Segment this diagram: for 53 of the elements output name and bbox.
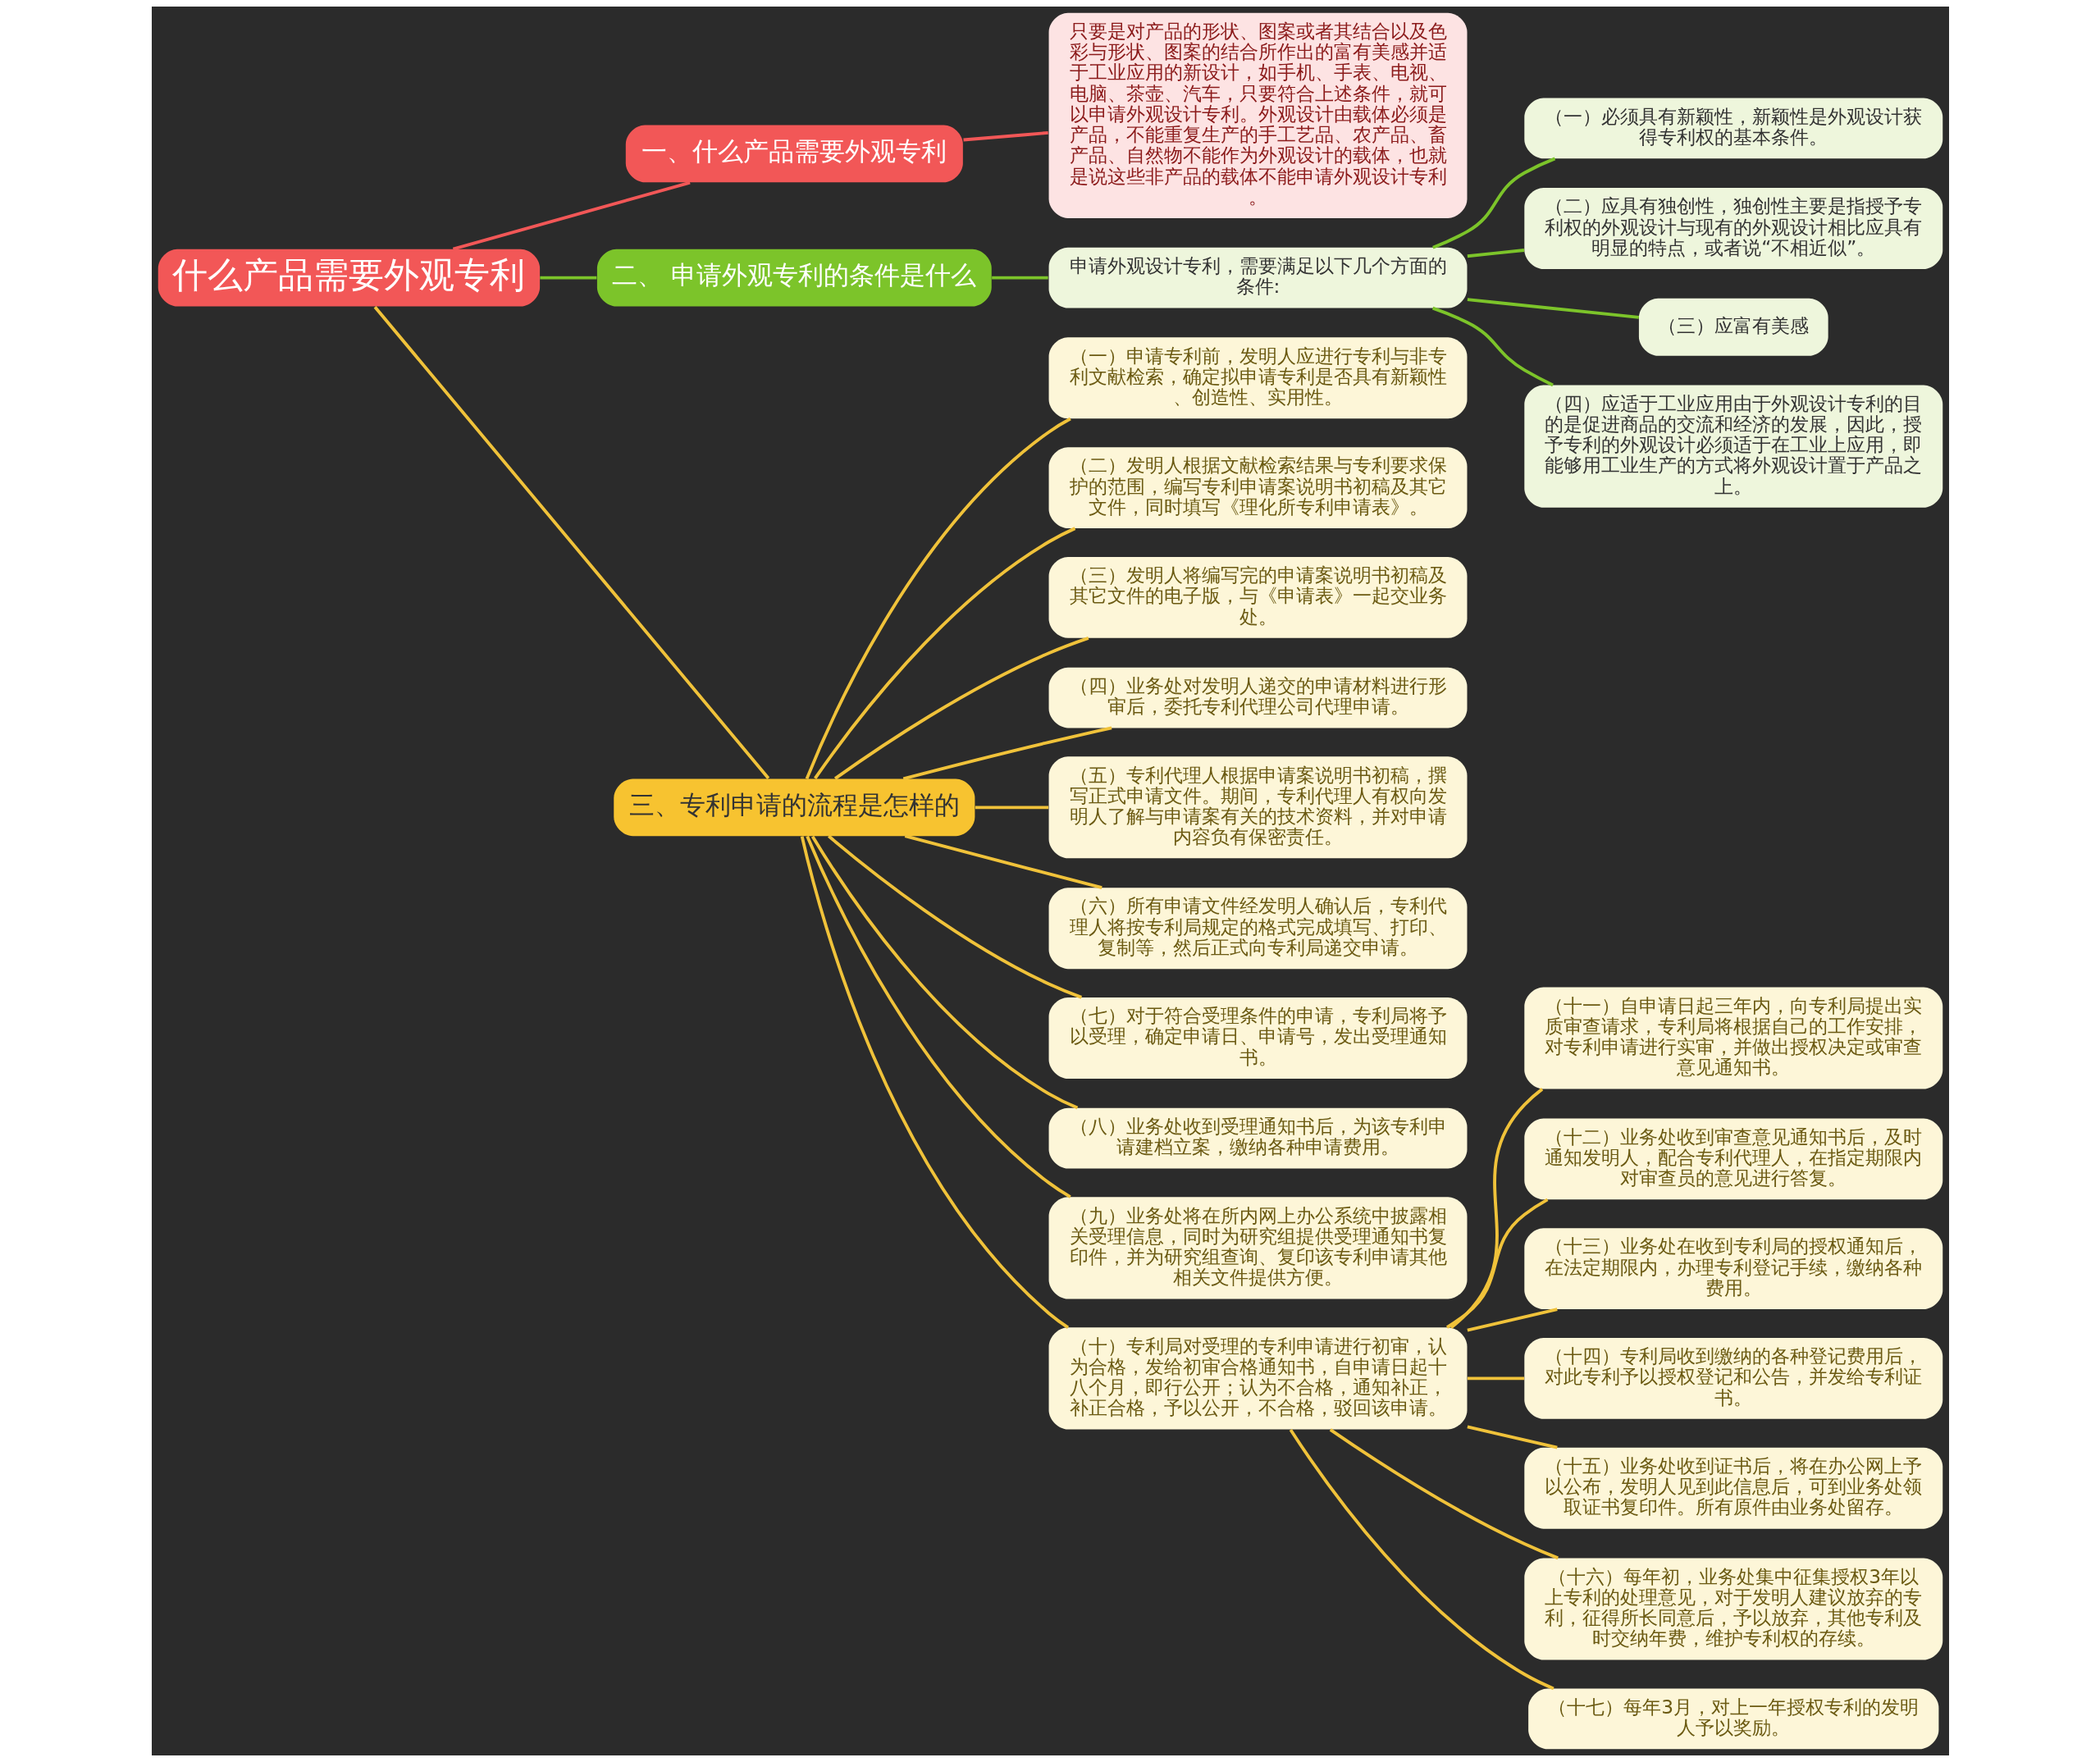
- connector: [1329, 1428, 1559, 1560]
- connector: [539, 276, 596, 280]
- node-box: 一、什么产品需要外观专利: [625, 125, 963, 183]
- connector: [1467, 249, 1524, 258]
- connector: [1431, 157, 1555, 249]
- node-box: （八）业务处收到受理通知书后，为该专利申请建档立案，缴纳各种申请费用。: [1048, 1107, 1467, 1169]
- node-box: （十六）每年初，业务处集中征集授权3年以上专利的处理意见，对于发明人建议放弃的专利，征得所长同意后，予以放弃，其他专利及时交纳年费，维护专利权的存续。: [1523, 1558, 1942, 1660]
- node-box: （十）专利局对受理的专利申请进行初审，认为合格，发给初审合格通知书，自申请日起十八个月，即行公开；认为不合格，通知补正，补正合格，予以公开，不合格，驳回该申请。: [1048, 1327, 1467, 1430]
- connector: [1289, 1428, 1554, 1691]
- node-box: （十五）业务处收到证书后，将在办公网上予以公布，发明人见到此信息后，可到业务处领取证书复印件。所有原件由业务处留存。: [1523, 1447, 1942, 1529]
- node-box: （二）应具有独创性，独创性主要是指授予专利权的外观设计与现有的外观设计相比应具有明显的特点，或者说“不相近似”。: [1523, 188, 1942, 269]
- connector: [904, 834, 1102, 890]
- node-box: （十一）自申请日起三年内，向专利局提出实质审查请求，专利局将根据自己的工作安排，对专利申请进行实审，并做出授权决定或审查意见通知书。: [1523, 987, 1942, 1089]
- node-box: 只要是对产品的形状、图案或者其结合以及色彩与形状、图案的结合所作出的富有美感并适于工业应用的新设计，如手机、手表、电视、电脑、茶壶、汽车，只要符合上述条件，就可以申请外观设计专利。外观设计由载体必须是产品，不能重复生产的手工艺品、农产品、畜产品、自然物不能作为外观设计的载体，也就是说这些非产品的载体不能申请外观设计专利。: [1048, 12, 1467, 218]
- connector: [833, 637, 1089, 780]
- connector: [962, 131, 1048, 142]
- connector: [373, 306, 769, 780]
- connector: [1466, 1425, 1558, 1449]
- node-box: 三、专利申请的流程是怎样的: [613, 778, 975, 837]
- node-box: （七）对于符合受理条件的申请，专利局将予以受理，确定申请日、申请号，发出受理通知书。: [1048, 997, 1467, 1079]
- node-box: （五）专利代理人根据申请案说明书初稿，撰写正式申请文件。期间，专利代理人有权向发明人了解与申请案有关的技术资料，并对申请内容负有保密责任。: [1048, 756, 1467, 859]
- node-box: （一）必须具有新颖性，新颖性是外观设计获得专利权的基本条件。: [1523, 98, 1942, 159]
- node-box: （三）应富有美感: [1638, 298, 1828, 356]
- connector: [1467, 298, 1639, 319]
- connector: [1431, 306, 1554, 387]
- connector: [975, 806, 1048, 810]
- connector: [991, 276, 1048, 280]
- connector: [1466, 1308, 1558, 1332]
- node-box: （二）发明人根据文献检索结果与专利要求保护的范围，编写专利申请案说明书初稿及其它文件，同时填写《理化所专利申请表》。: [1048, 447, 1467, 529]
- node-box: （十七）每年3月，对上一年授权专利的发明人予以奖励。: [1527, 1688, 1938, 1750]
- node-box: （四）应适于工业应用由于外观设计专利的目的是促进商品的交流和经济的发展，因此，授予专利的外观设计必须适于在工业上应用，即能够用工业生产的方式将外观设计置于产品之上。: [1523, 385, 1942, 508]
- node-box: 什么产品需要外观专利: [158, 249, 540, 307]
- connector: [805, 417, 1071, 780]
- connector: [813, 527, 1075, 780]
- node-box: （一）申请专利前，发明人应进行专利与非专利文献检索，确定拟申请专利是否具有新颖性、创造性、实用性。: [1048, 337, 1467, 419]
- node-box: （十三）业务处在收到专利局的授权通知后，在法定期限内，办理专利登记手续，缴纳各种费用。: [1523, 1228, 1942, 1310]
- node-box: （六）所有申请文件经发明人确认后，专利代理人将按专利局规定的格式完成填写、打印、复制等，然后正式向专利局递交申请。: [1048, 888, 1467, 970]
- node-box: 申请外观设计专利，需要满足以下几个方面的条件:: [1048, 247, 1467, 308]
- connector: [805, 835, 1071, 1198]
- node-box: 二、 申请外观专利的条件是什么: [596, 249, 992, 307]
- connector: [810, 835, 1078, 1110]
- node-box: （十四）专利局收到缴纳的各种登记费用后，对此专利予以授权登记和公告，并发给专利证书。: [1523, 1337, 1942, 1419]
- connector: [452, 180, 691, 251]
- node-box: （十二）业务处收到审查意见通知书后，及时通知发明人，配合专利代理人，在指定期限内对审查员的意见进行答复。: [1523, 1118, 1942, 1200]
- connector: [1467, 1376, 1524, 1381]
- connector: [827, 834, 1082, 999]
- node-box: （九）业务处将在所内网上办公系统中披露相关受理信息，同时为研究组提供受理通知书复印件，并为研究组查询、复印该专利申请其他相关文件提供方便。: [1048, 1197, 1467, 1299]
- connector: [800, 836, 1069, 1329]
- connector: [902, 726, 1112, 781]
- connector: [1449, 1088, 1543, 1329]
- connector: [1445, 1198, 1548, 1329]
- node-box: （四）业务处对发明人递交的申请材料进行形审后，委托专利代理公司代理申请。: [1048, 667, 1467, 728]
- node-box: （三）发明人将编写完的申请案说明书初稿及其它文件的电子版，与《申请表》一起交业务处。: [1048, 556, 1467, 638]
